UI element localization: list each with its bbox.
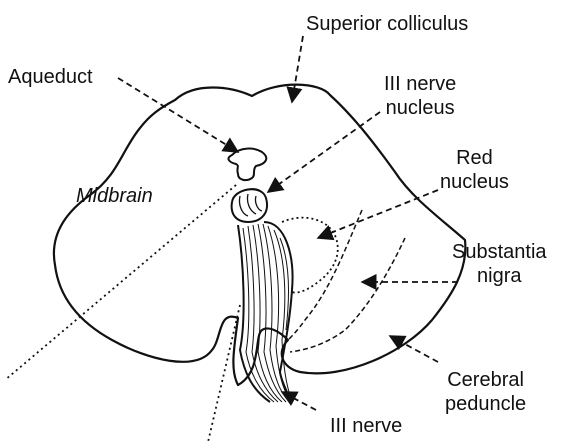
label-iii-nerve: III nerve (330, 414, 402, 438)
label-red-nucleus-line2: nucleus (440, 170, 509, 194)
label-iii-nerve-nucleus-line2: nucleus (384, 96, 456, 120)
label-iii-nerve-nucleus: III nerve nucleus (384, 72, 456, 120)
label-midbrain: Midbrain (76, 184, 153, 208)
label-cerebral-peduncle: Cerebral peduncle (445, 368, 526, 416)
arrow-red-nucleus (318, 190, 438, 238)
label-red-nucleus: Red nucleus (440, 146, 509, 194)
aqueduct-shape (229, 149, 267, 181)
label-superior-colliculus: Superior colliculus (306, 12, 468, 36)
section-plane-lines (5, 185, 240, 442)
arrow-aqueduct (118, 78, 238, 152)
label-iii-nerve-nucleus-line1: III nerve (384, 72, 456, 96)
substantia-nigra-shape (288, 210, 405, 352)
iii-nerve-nucleus-shape (232, 189, 267, 222)
arrow-iii-nerve (282, 392, 316, 410)
iii-nerve-fibers (238, 222, 293, 402)
arrow-iii-nerve-nucleus (268, 112, 380, 192)
label-substantia-nigra-line2: nigra (452, 264, 547, 288)
label-cerebral-peduncle-line1: Cerebral (445, 368, 526, 392)
arrow-superior-colliculus (292, 36, 303, 102)
label-cerebral-peduncle-line2: peduncle (445, 392, 526, 416)
label-red-nucleus-line1: Red (440, 146, 509, 170)
label-substantia-nigra: Substantia nigra (452, 240, 547, 288)
label-aqueduct: Aqueduct (8, 65, 93, 89)
label-substantia-nigra-line1: Substantia (452, 240, 547, 264)
